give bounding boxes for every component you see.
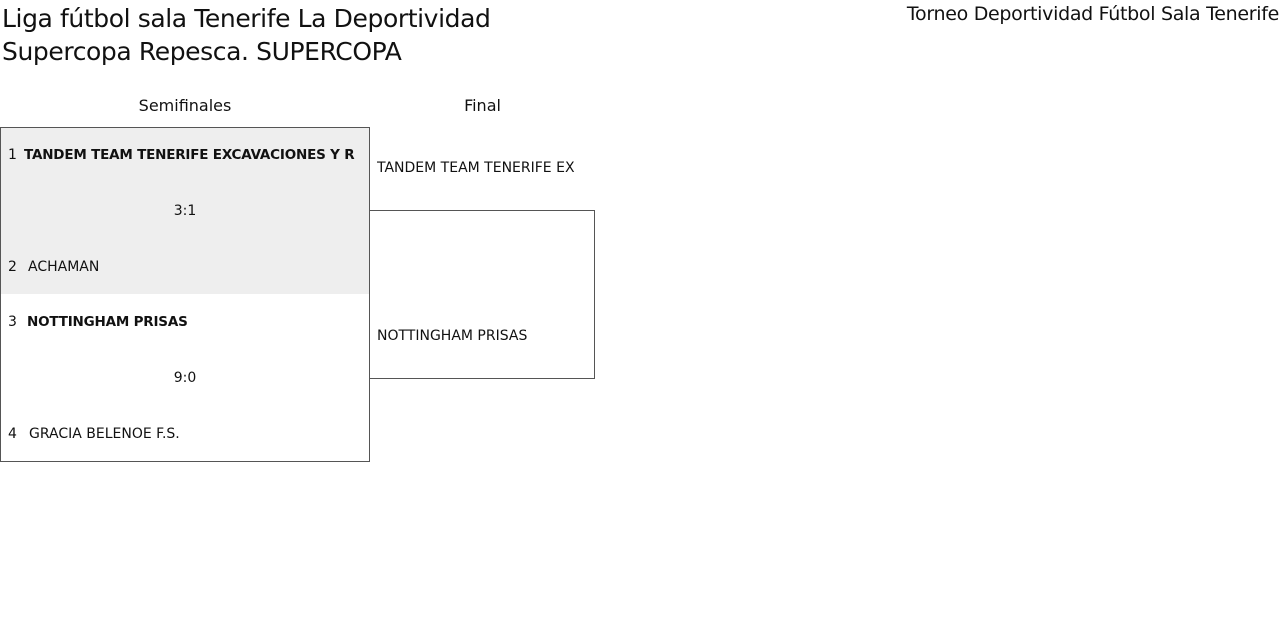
match-1-home-row[interactable]: 1 TANDEM TEAM TENERIFE EXCAVACIONES Y R	[8, 145, 369, 165]
team-name[interactable]: TANDEM TEAM TENERIFE EXCAVACIONES Y R	[24, 147, 355, 163]
round-header-semifinals: Semifinales	[138, 96, 232, 115]
semifinal-match-2[interactable]: 3 NOTTINGHAM PRISAS 9:0 4 GRACIA BELENOE F…	[0, 294, 370, 462]
team-name[interactable]: GRACIA BELENOE F.S.	[29, 426, 180, 442]
team-name[interactable]: ACHAMAN	[28, 259, 100, 275]
match-1-score: 3:1	[173, 203, 197, 219]
tournament-name: Torneo Deportividad Fútbol Sala Tenerife	[906, 3, 1279, 25]
seed-number: 4	[8, 426, 17, 442]
match-2-away-row[interactable]: 4 GRACIA BELENOE F.S.	[8, 424, 369, 444]
final-match-connector	[369, 210, 595, 379]
seed-number: 1	[8, 147, 17, 163]
match-2-score: 9:0	[173, 370, 197, 386]
final-team-bottom[interactable]: NOTTINGHAM PRISAS	[377, 328, 528, 344]
match-2-home-row[interactable]: 3 NOTTINGHAM PRISAS	[8, 312, 369, 332]
page-title: Liga fútbol sala Tenerife La Deportivida…	[2, 4, 491, 66]
final-team-top[interactable]: TANDEM TEAM TENERIFE EX	[377, 160, 575, 176]
team-name[interactable]: NOTTINGHAM PRISAS	[27, 314, 188, 330]
semifinal-match-1[interactable]: 1 TANDEM TEAM TENERIFE EXCAVACIONES Y R 3…	[0, 127, 370, 295]
match-1-away-row[interactable]: 2 ACHAMAN	[8, 257, 369, 277]
seed-number: 3	[8, 314, 17, 330]
round-header-final: Final	[464, 96, 501, 115]
seed-number: 2	[8, 259, 17, 275]
